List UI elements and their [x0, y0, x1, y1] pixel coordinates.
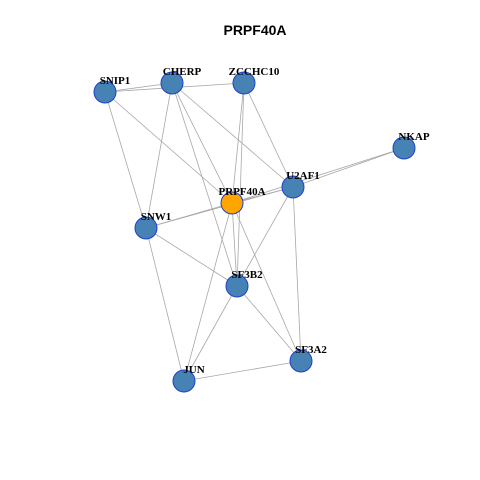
- node-circle-jun[interactable]: [172, 369, 196, 393]
- node-jun[interactable]: JUN: [172, 364, 205, 393]
- node-cherp[interactable]: CHERP: [160, 66, 202, 95]
- edge-prpf40a-snw1: [145, 202, 233, 229]
- edge-cherp-u2af1: [171, 82, 294, 188]
- edge-u2af1-sf3b2: [236, 186, 294, 287]
- edge-cherp-snw1: [145, 82, 173, 229]
- node-circle-sf3b2[interactable]: [225, 274, 249, 298]
- node-label-prpf40a: PRPF40A: [218, 186, 265, 198]
- edge-prpf40a-sf3a2: [231, 202, 302, 362]
- node-label-jun: JUN: [183, 364, 204, 376]
- node-snip1[interactable]: SNIP1: [93, 75, 131, 104]
- edge-snw1-jun: [145, 227, 185, 382]
- node-prpf40a[interactable]: PRPF40A: [218, 186, 266, 215]
- node-label-sf3a2: SF3A2: [295, 344, 327, 356]
- node-zcchc10[interactable]: ZCCHC10: [229, 66, 280, 95]
- edge-prpf40a-sf3b2: [231, 202, 238, 287]
- edge-sf3b2-jun: [183, 285, 238, 382]
- edge-nkap-prpf40a: [231, 147, 405, 204]
- edge-snw1-sf3b2: [145, 227, 238, 287]
- node-circle-u2af1[interactable]: [281, 175, 305, 199]
- node-circle-nkap[interactable]: [392, 136, 416, 160]
- node-nkap[interactable]: NKAP: [392, 131, 430, 160]
- edge-u2af1-sf3a2: [292, 186, 302, 362]
- node-sf3b2[interactable]: SF3B2: [225, 269, 263, 298]
- edge-sf3b2-sf3a2: [236, 285, 302, 362]
- node-label-zcchc10: ZCCHC10: [229, 66, 280, 78]
- edge-nkap-u2af1: [292, 147, 405, 188]
- node-label-cherp: CHERP: [163, 66, 202, 78]
- edge-sf3a2-jun: [183, 360, 302, 382]
- edge-cherp-sf3b2: [171, 82, 238, 287]
- edge-zcchc10-prpf40a: [231, 82, 245, 204]
- edge-snip1-snw1: [104, 91, 147, 229]
- node-label-snip1: SNIP1: [100, 75, 131, 87]
- node-label-sf3b2: SF3B2: [231, 269, 263, 281]
- node-label-snw1: SNW1: [141, 211, 172, 223]
- diagram-title: PRPF40A: [223, 22, 286, 38]
- node-circle-prpf40a[interactable]: [220, 191, 244, 215]
- node-circle-snip1[interactable]: [93, 80, 117, 104]
- node-circle-zcchc10[interactable]: [232, 71, 256, 95]
- node-snw1[interactable]: SNW1: [134, 211, 172, 240]
- edge-snip1-prpf40a: [104, 91, 233, 204]
- node-circle-cherp[interactable]: [160, 71, 184, 95]
- edge-prpf40a-jun: [183, 202, 233, 382]
- node-sf3a2[interactable]: SF3A2: [289, 344, 327, 373]
- node-circle-sf3a2[interactable]: [289, 349, 313, 373]
- node-u2af1[interactable]: U2AF1: [281, 170, 320, 199]
- node-label-u2af1: U2AF1: [286, 170, 320, 182]
- node-circle-snw1[interactable]: [134, 216, 158, 240]
- edge-cherp-prpf40a: [171, 82, 233, 204]
- edge-zcchc10-sf3b2: [236, 82, 245, 287]
- edge-zcchc10-u2af1: [243, 82, 294, 188]
- node-label-nkap: NKAP: [398, 131, 429, 143]
